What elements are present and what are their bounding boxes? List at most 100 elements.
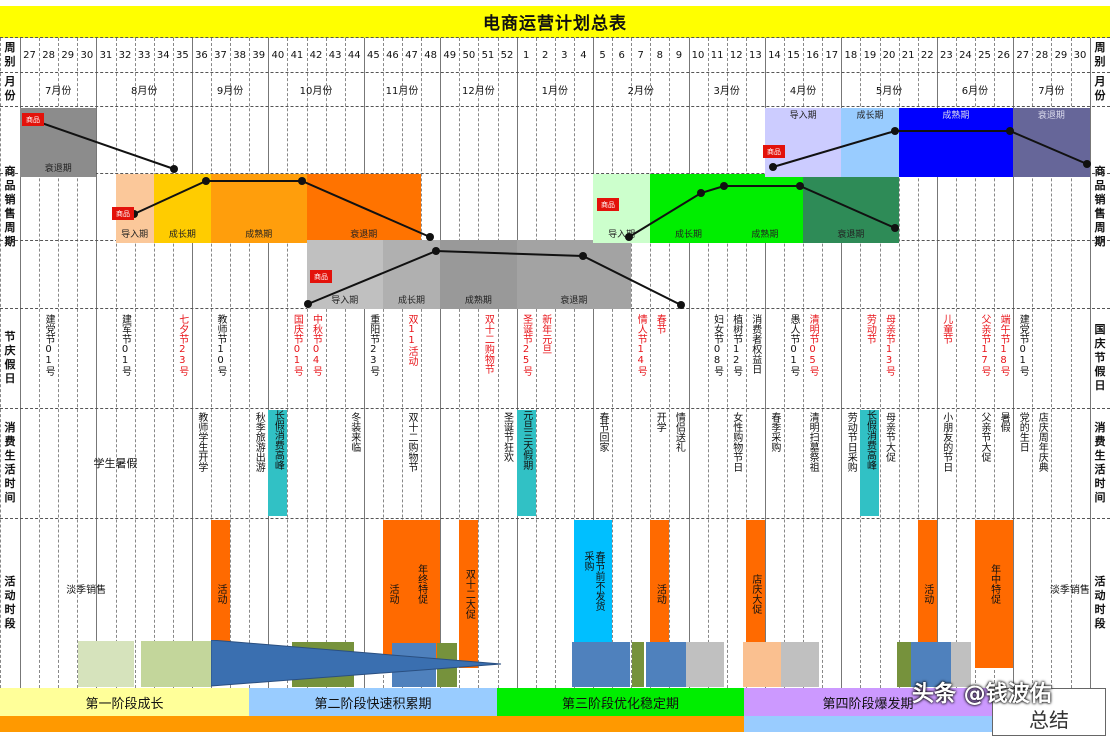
grid-line (325, 38, 327, 688)
month-cell: 1月份 (541, 85, 568, 97)
grid-line (516, 38, 518, 688)
row-label: 月份 (1094, 75, 1106, 102)
week-cell: 32 (118, 49, 132, 61)
activity-label: 双十二大促 (463, 569, 475, 619)
row-label: 周别 (4, 41, 16, 68)
consumer-event: 元旦三天假期 (516, 410, 536, 516)
grid-line (0, 106, 1110, 107)
grid-line (994, 38, 996, 688)
activity-label: 店庆大促 (749, 574, 761, 614)
holiday-label: 劳动节 (864, 314, 876, 344)
week-cell: 42 (309, 49, 323, 61)
activity-bar: 活动 (650, 520, 670, 668)
week-cell: 47 (405, 49, 418, 61)
grid-line (860, 38, 862, 688)
week-cell: 18 (844, 49, 858, 61)
row-label: 商品销售周期 (1094, 165, 1106, 248)
stage-underbar (0, 716, 250, 732)
consumer-event: 父亲节大促 (979, 412, 990, 462)
holiday-label: 春节 (654, 314, 666, 334)
week-cell: 33 (137, 49, 151, 61)
consumer-event: 秋季旅游出游 (253, 412, 265, 472)
week-cell: 46 (386, 49, 399, 61)
consumer-event: 春节回家 (597, 412, 608, 452)
week-cell: 1 (522, 49, 530, 61)
week-cell: 10 (691, 49, 705, 61)
activity-label: 活动 (215, 584, 227, 604)
grid-line (573, 38, 575, 688)
activity-bar: 双十二大促 (459, 520, 479, 668)
lifecycle-phase: 成熟期 (211, 174, 307, 243)
grid-line (0, 173, 1110, 174)
grid-line (841, 38, 843, 688)
grid-line (745, 38, 747, 688)
week-cell: 4 (580, 49, 587, 61)
grid-line (688, 38, 690, 688)
week-cell: 43 (328, 49, 342, 61)
consumer-event: 长假消费高峰 (860, 410, 880, 516)
grid-line (421, 38, 423, 688)
holiday-label: 建党节01号 (1017, 314, 1029, 376)
holiday-label: 新年元旦 (539, 314, 551, 354)
week-cell: 51 (481, 49, 495, 61)
holiday-label: 愚人节01号 (788, 314, 799, 376)
product-badge: 商品 (22, 113, 44, 126)
grid-line (230, 38, 232, 688)
week-cell: 21 (901, 49, 915, 61)
week-cell: 15 (787, 49, 800, 61)
week-cell: 50 (462, 49, 476, 61)
grid-line (554, 38, 556, 688)
consumer-event: 店庆周年庆典 (1036, 412, 1048, 472)
activity-label: 淡季销售 (1049, 584, 1090, 596)
holiday-label: 圣诞节25号 (520, 314, 532, 376)
grid-line (344, 38, 346, 688)
grid-line (268, 38, 270, 688)
week-cell: 6 (618, 49, 625, 61)
week-cell: 20 (882, 49, 896, 61)
week-cell: 22 (920, 49, 934, 61)
grid-line (726, 38, 728, 688)
week-cell: 17 (825, 49, 839, 61)
week-cell: 52 (500, 49, 514, 61)
holiday-label: 植树节12号 (730, 314, 742, 376)
grid-line (650, 38, 652, 688)
watermark: 头条 @钱波佑 (912, 682, 1052, 707)
grid-line (440, 38, 442, 688)
grid-line (631, 38, 633, 688)
grid-line (784, 38, 785, 688)
week-cell: 36 (195, 49, 208, 61)
week-cell: 49 (443, 49, 457, 61)
grid-line (0, 38, 1, 688)
week-cell: 7 (637, 49, 644, 61)
week-cell: 25 (978, 49, 991, 61)
row-label: 商品销售周期 (4, 165, 16, 248)
week-cell: 27 (1016, 49, 1030, 61)
summary-label: 总结 (1029, 708, 1069, 732)
activity-label: 年中特促 (988, 564, 1000, 604)
week-cell: 14 (768, 49, 781, 61)
grid-line (975, 38, 976, 688)
grid-line (115, 38, 117, 688)
month-cell: 5月份 (875, 85, 903, 97)
consumer-event: 暑假 (998, 412, 1010, 432)
activity-bar: 活动 (211, 520, 231, 668)
grid-line (39, 38, 41, 688)
week-cell: 3 (561, 49, 568, 61)
lifecycle-phase: 成长期 (153, 174, 211, 243)
consumer-event: 长假消费高峰 (268, 410, 288, 516)
grid-line (249, 38, 251, 688)
week-cell: 40 (271, 49, 285, 61)
week-cell: 39 (252, 49, 266, 61)
stage-underbar (744, 716, 993, 732)
lifecycle-phase: 成长期 (841, 108, 899, 177)
grid-line (707, 38, 709, 688)
week-cell: 13 (748, 49, 762, 61)
holiday-label: 中秋节04号 (310, 314, 322, 376)
week-cell: 19 (863, 49, 877, 61)
holiday-label: 双十二购物节 (482, 314, 494, 374)
month-cell: 11月份 (385, 85, 419, 97)
lifecycle-phase: 成长期 (650, 174, 727, 243)
grid-line (58, 38, 60, 688)
month-cell: 12月份 (462, 85, 495, 97)
grid-line (879, 38, 881, 688)
